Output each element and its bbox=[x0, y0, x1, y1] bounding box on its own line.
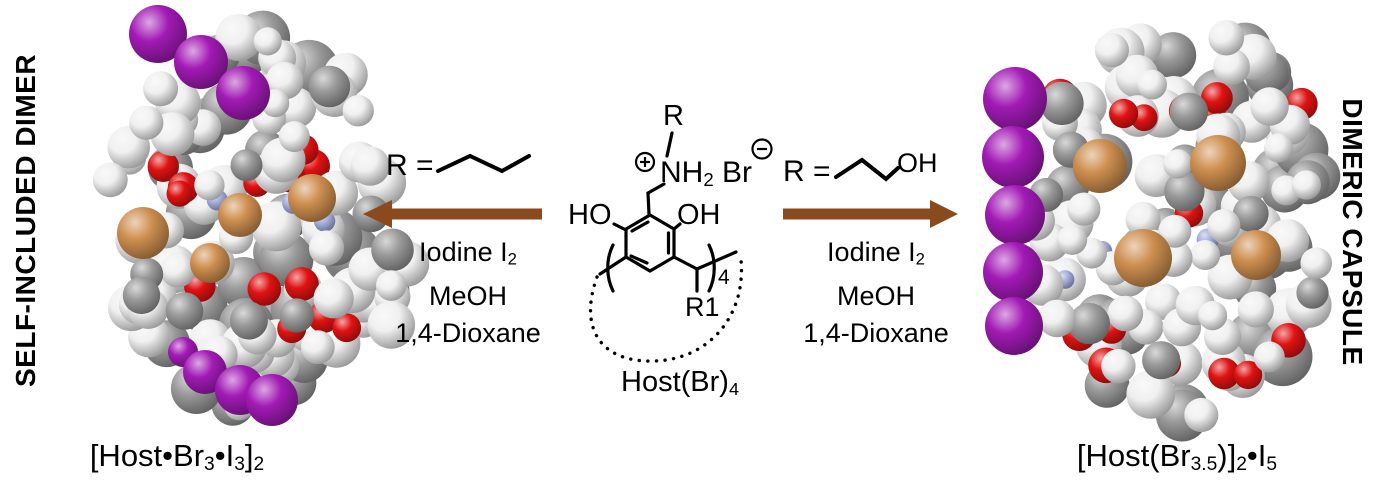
double-bond-3 bbox=[629, 254, 649, 265]
structure-r-label: R bbox=[663, 100, 684, 132]
structure-r1-label: R1 bbox=[685, 292, 720, 322]
bond-ch-bracket bbox=[695, 250, 738, 271]
hydroxypropyl-group-drawing bbox=[834, 157, 900, 182]
left-bracket bbox=[606, 243, 615, 293]
minus-charge-icon bbox=[751, 138, 773, 160]
bond-r-n bbox=[665, 131, 674, 158]
condition-line: 1,4-Dioxane bbox=[803, 317, 949, 348]
bond-left-substituent bbox=[598, 255, 628, 276]
structure-ammonium-label: NH2 bbox=[660, 156, 714, 191]
self-included-dimer-model bbox=[92, 5, 430, 426]
right-bracket bbox=[707, 243, 716, 293]
right-r-group-oh-label: OH bbox=[897, 148, 938, 178]
structure-bromide-label: Br bbox=[722, 156, 752, 189]
dimeric-capsule-model bbox=[982, 19, 1341, 442]
bond-right-substituent bbox=[672, 255, 699, 271]
condition-line: Iodine I2 bbox=[419, 237, 517, 269]
double-bond-1 bbox=[630, 220, 650, 233]
propyl-group-drawing bbox=[436, 153, 531, 174]
left-product-caption: [Host•Br3•I3]2 bbox=[89, 438, 265, 476]
benzene-ring bbox=[624, 213, 676, 273]
left-vertical-label: SELF-INCLUDED DIMER bbox=[10, 53, 41, 387]
left-r-equals-label: R = bbox=[386, 149, 434, 182]
host-formula-label: Host(Br)4 bbox=[621, 366, 739, 399]
condition-line: MeOH bbox=[428, 280, 507, 311]
bond-ho bbox=[612, 222, 628, 232]
structure-bracket-subscript: 4 bbox=[718, 266, 730, 289]
left-reaction-conditions: Iodine I2 MeOH 1,4-Dioxane bbox=[358, 234, 578, 352]
structure-oh-label: OH bbox=[677, 199, 721, 231]
right-r-equals-label: R = bbox=[783, 155, 831, 188]
structure-ho-label: HO bbox=[568, 199, 612, 231]
left-reaction-arrow bbox=[363, 200, 542, 228]
right-product-caption: [Host(Br3.5)]2•I5 bbox=[1076, 438, 1278, 476]
plus-charge-icon bbox=[634, 151, 656, 173]
right-vertical-label: DIMERIC CAPSULE bbox=[1337, 98, 1368, 366]
left-arrow-icon bbox=[363, 200, 542, 228]
right-reaction-conditions: Iodine I2 MeOH 1,4-Dioxane bbox=[766, 234, 986, 352]
right-arrow-icon bbox=[783, 200, 958, 228]
condition-line: 1,4-Dioxane bbox=[395, 317, 541, 348]
condition-line: Iodine I2 bbox=[827, 237, 925, 269]
condition-line: MeOH bbox=[836, 280, 915, 311]
right-reaction-arrow bbox=[783, 200, 958, 228]
